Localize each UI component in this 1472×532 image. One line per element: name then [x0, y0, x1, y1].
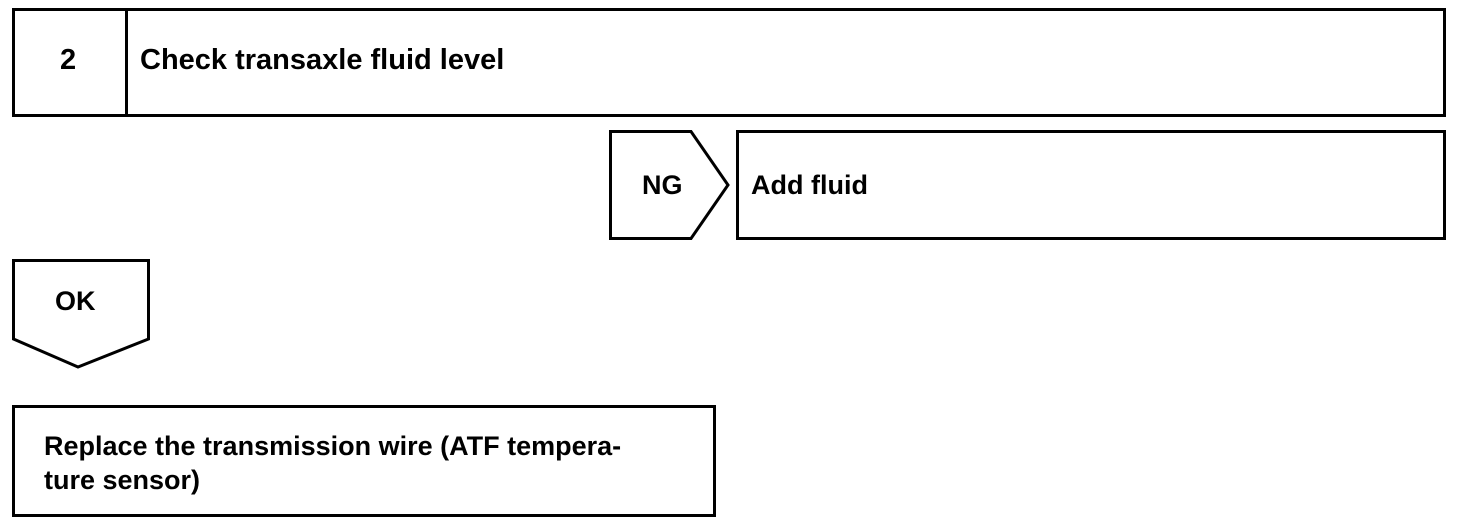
- ng-action-box: [736, 130, 1446, 240]
- result-text-line1: Replace the transmission wire (ATF tempe…: [44, 431, 622, 461]
- step-box: [12, 8, 1446, 117]
- ng-label: NG: [642, 170, 683, 200]
- ok-arrow-shape: [12, 259, 150, 369]
- ng-action-text: Add fluid: [751, 170, 868, 200]
- result-box: [12, 405, 716, 517]
- step-number-cell: [12, 8, 128, 117]
- ng-arrow-shape: [609, 130, 730, 240]
- ok-label: OK: [55, 286, 96, 316]
- result-text-line2: ture sensor): [44, 465, 201, 495]
- step-title: Check transaxle fluid level: [140, 44, 505, 76]
- step-number: 2: [60, 44, 77, 76]
